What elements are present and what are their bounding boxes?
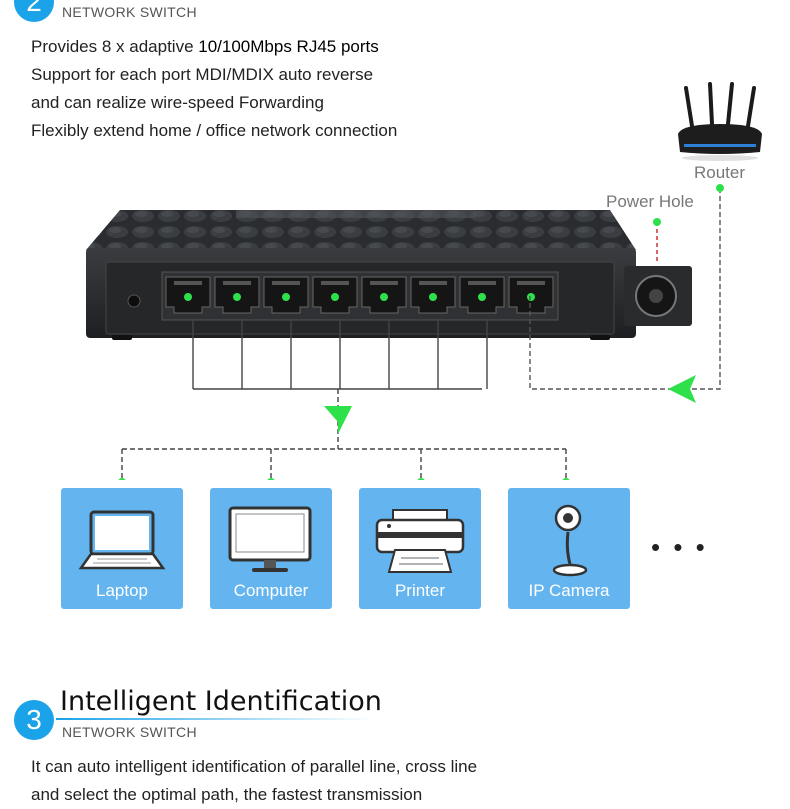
device-card-printer: Printer <box>359 488 481 609</box>
section-2-subtitle: NETWORK SWITCH <box>62 4 197 20</box>
feature-line: Flexibly extend home / office network co… <box>31 117 397 145</box>
section-3-title: Intelligent Identification <box>60 686 382 717</box>
camera-icon <box>552 504 588 577</box>
port-drop-lines <box>192 320 488 389</box>
feature-list: Provides 8 x adaptive 10/100Mbps RJ45 po… <box>31 33 397 145</box>
trunk-arrow <box>324 406 352 434</box>
device-link-dot <box>267 478 275 480</box>
section-3-subtitle: NETWORK SWITCH <box>62 724 197 740</box>
power-jack <box>624 266 692 326</box>
port-led <box>527 293 535 301</box>
rj45-port <box>312 276 358 314</box>
section-3-underline <box>56 718 374 720</box>
port-led <box>184 293 192 301</box>
device-link-dot <box>118 478 126 480</box>
section-2-badge: 2 <box>14 0 54 22</box>
rj45-port <box>410 276 456 314</box>
feature-line: Support for each port MDI/MDIX auto reve… <box>31 61 397 89</box>
rj45-port <box>508 276 554 314</box>
section-3-line: and select the optimal path, the fastest… <box>31 785 423 804</box>
section-3-line: It can auto intelligent identification o… <box>31 757 478 776</box>
section-3-badge: 3 <box>14 700 54 740</box>
more-devices-ellipsis: • • • <box>651 532 708 562</box>
router-dot <box>716 184 724 192</box>
device-card-computer: Computer <box>210 488 332 609</box>
router-arrow <box>668 375 696 403</box>
device-label: Computer <box>233 581 309 600</box>
feature-highlight: 10/100Mbps RJ45 ports <box>198 37 379 56</box>
printer-icon <box>375 509 465 573</box>
device-card-ip-camera: IP Camera <box>508 488 630 609</box>
rj45-port <box>165 276 211 314</box>
network-diagram <box>86 184 724 480</box>
device-label: Printer <box>394 581 446 600</box>
device-card-laptop: Laptop <box>61 488 183 609</box>
power-hole-label: Power Hole <box>606 192 694 211</box>
device-drop-lines <box>118 449 570 480</box>
rj45-port <box>361 276 407 314</box>
power-hole-dot <box>653 218 661 226</box>
router-label: Router <box>694 163 746 182</box>
feature-text: Support for each port MDI/MDIX auto reve… <box>31 65 374 84</box>
router-link <box>529 188 721 390</box>
rj45-port <box>459 276 505 314</box>
rj45-port <box>214 276 260 314</box>
device-label: IP Camera <box>528 581 610 600</box>
rj45-port <box>263 276 309 314</box>
feature-text: and can realize wire-speed Forwarding <box>31 93 324 112</box>
port-led <box>429 293 437 301</box>
feature-line: Provides 8 x adaptive 10/100Mbps RJ45 po… <box>31 33 397 61</box>
section-3-number: 3 <box>26 704 42 735</box>
router-icon <box>678 82 762 161</box>
port-led <box>478 293 486 301</box>
monitor-icon <box>228 506 312 572</box>
port-led <box>233 293 241 301</box>
section-2-number: 2 <box>26 0 42 17</box>
port-led <box>282 293 290 301</box>
port-led <box>380 293 388 301</box>
switch-body <box>86 210 636 340</box>
feature-text: Flexibly extend home / office network co… <box>31 121 398 140</box>
device-link-dot <box>417 478 425 480</box>
feature-line: and can realize wire-speed Forwarding <box>31 89 397 117</box>
feature-text: Provides 8 x adaptive <box>31 37 199 56</box>
port-led <box>331 293 339 301</box>
laptop-icon <box>78 510 166 570</box>
device-link-dot <box>562 478 570 480</box>
device-label: Laptop <box>96 581 148 600</box>
